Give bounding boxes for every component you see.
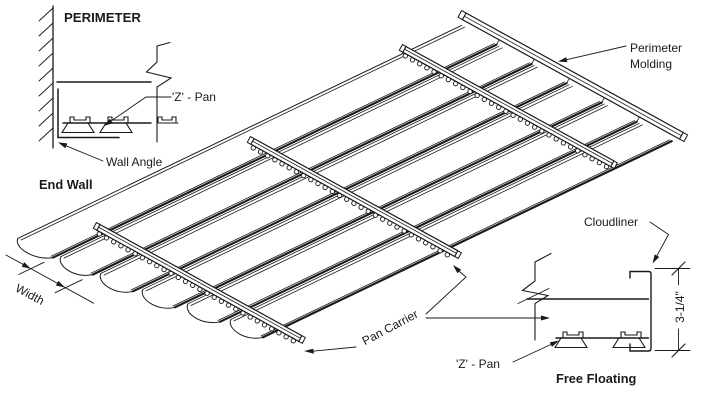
cloudliner-label: Cloudliner [584,215,638,229]
zpan-cross-section [56,81,152,134]
zpan-cross-section [526,298,650,349]
cloudliner-leader [649,221,670,264]
perimeter-molding-label-line2: Molding [630,57,672,71]
pan-edge-bottom [260,139,673,339]
pan-joint [217,120,643,323]
free-floating-caption: Free Floating [556,371,636,386]
pan-carrier-leaders [304,265,550,354]
molding-end-cap [678,131,689,143]
perimeter-molding-label-line1: Perimeter [630,41,682,55]
dim-arrowhead [55,280,65,288]
width-label: Width [13,281,47,308]
perimeter-molding-leader [558,45,627,63]
zpan-left-leader [104,96,172,126]
pan-carrier-rail-1 [398,43,619,170]
pan-carrier-rail-3 [92,221,307,344]
height-dimension-label: 3-1/4" [673,291,687,323]
height-dimension [654,261,691,358]
end-wall-caption: End Wall [39,177,93,192]
pan-joint [90,62,538,276]
wall-angle-profile [57,88,120,139]
wall-angle-leader [58,142,104,162]
carrier-end-cap [610,160,619,170]
leader-lines [58,45,670,363]
pan-field [16,24,673,339]
wall-hatching [38,7,54,142]
adjacent-pan-fragment [156,116,179,124]
pan-end-ticks [496,39,640,122]
carrier-end-cap [92,221,101,231]
pan-carrier-rail-2 [246,135,463,260]
free-floating-detail [517,252,691,358]
pan-carrier-label: Pan Carrier [360,307,421,348]
carrier-end-cap [298,335,307,344]
perimeter-molding-rail [457,9,689,143]
pan-edge-top [17,24,466,241]
carrier-end-cap [454,250,463,260]
zpan-right-leader [512,340,559,363]
perimeter-title: PERIMETER [64,10,141,25]
wall-angle-label: Wall Angle [106,155,163,169]
cloudliner-channel-profile [629,270,652,352]
pan-joint [130,81,573,293]
zpan-label-right: 'Z' - Pan [456,357,500,371]
carrier-end-cap [246,135,255,145]
end-wall-detail [38,5,179,149]
carrier-end-cap [398,43,407,53]
break-line [517,252,552,341]
pan-joint [172,100,608,309]
pan-break-curves [16,237,264,339]
extension-line [18,261,45,275]
dim-arrowhead [21,262,31,269]
molding-end-cap [457,9,467,21]
width-dimension [5,254,95,304]
dim-tick [671,343,686,358]
zpan-label-left: 'Z' - Pan [172,90,216,104]
dim-tick [671,261,686,276]
break-line [145,41,173,143]
extension-line [54,279,83,294]
